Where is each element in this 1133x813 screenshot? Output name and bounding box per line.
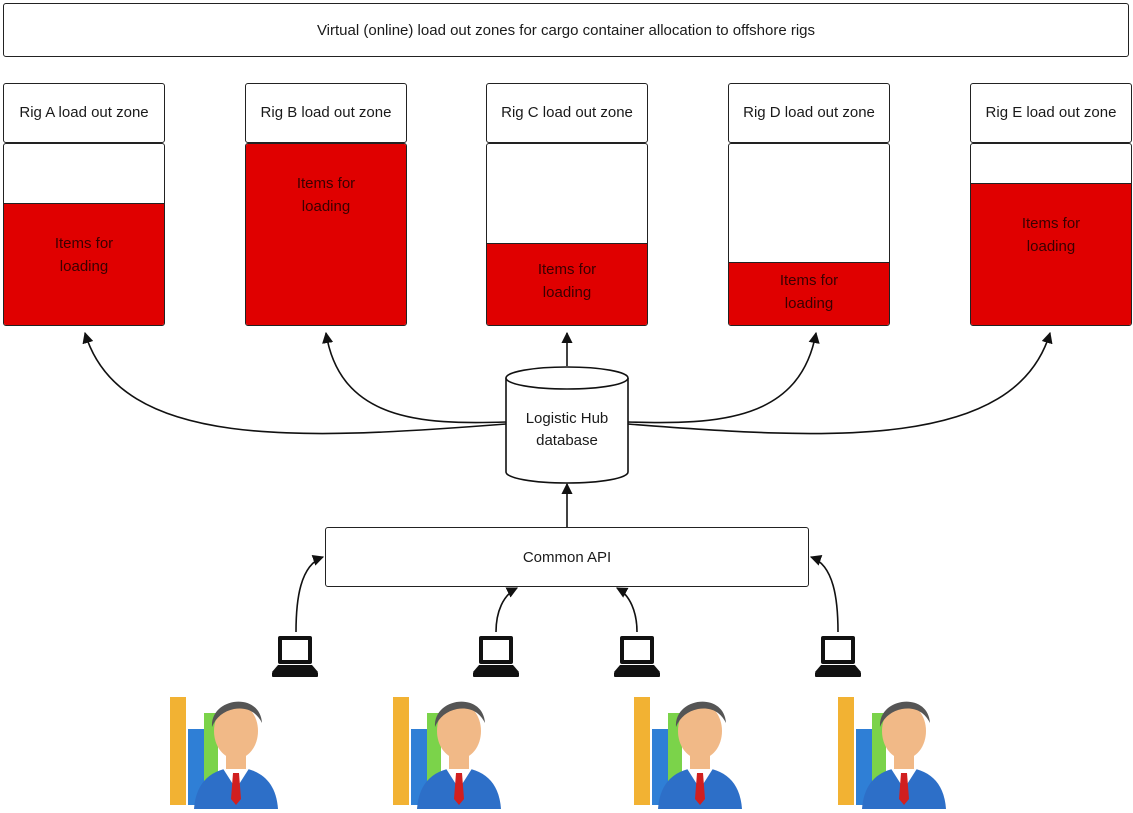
database-cylinder-icon xyxy=(505,366,629,484)
business-user-icon xyxy=(393,697,501,809)
link-user4-to-api xyxy=(809,555,839,633)
zone-d-fill: Items for loading xyxy=(729,262,889,325)
zone-b-header: Rig B load out zone xyxy=(245,83,407,143)
business-user-icon xyxy=(634,697,742,809)
zone-a-fill-label: Items for loading xyxy=(54,234,114,275)
zone-c-label: Rig C load out zone xyxy=(501,104,633,121)
zone-d-fill-label: Items for loading xyxy=(779,272,839,313)
link-db-to-zone-b xyxy=(322,331,507,424)
zone-a-label: Rig A load out zone xyxy=(19,104,149,121)
common-api-label: Common API xyxy=(522,548,612,566)
zone-e-fill-label: Items for loading xyxy=(1021,214,1081,255)
diagram-title: Virtual (online) load out zones for carg… xyxy=(316,21,816,39)
common-api-box: Common API xyxy=(325,527,809,587)
business-user-icon xyxy=(170,697,278,809)
zone-a-fill: Items for loading xyxy=(4,202,164,325)
zone-c-fill-label: Items for loading xyxy=(537,260,597,301)
link-user2-to-api xyxy=(495,587,519,633)
database-label: Logistic Hub database xyxy=(525,410,609,449)
zone-c-header: Rig C load out zone xyxy=(486,83,648,143)
zone-b-fill-label: Items for loading xyxy=(296,175,356,215)
laptop-icon xyxy=(614,636,660,677)
zone-a-body: Items for loading xyxy=(3,143,165,326)
link-db-to-zone-a xyxy=(82,331,507,435)
zone-b-fill: Items for loading xyxy=(246,144,406,325)
zone-d-header: Rig D load out zone xyxy=(728,83,890,143)
business-user-icon xyxy=(838,697,946,809)
link-db-to-zone-e xyxy=(627,331,1053,435)
zone-b-body: Items for loading xyxy=(245,143,407,326)
zone-a-header: Rig A load out zone xyxy=(3,83,165,143)
zone-c-body: Items for loading xyxy=(486,143,648,326)
zone-c-fill: Items for loading xyxy=(487,242,647,325)
zone-e-fill: Items for loading xyxy=(971,182,1131,325)
zone-e-header: Rig E load out zone xyxy=(970,83,1132,143)
link-user3-to-api xyxy=(616,587,638,633)
zone-e-label: Rig E load out zone xyxy=(985,104,1117,121)
laptop-icon xyxy=(473,636,519,677)
laptop-icon xyxy=(272,636,318,677)
zone-b-label: Rig B load out zone xyxy=(260,104,392,121)
zone-d-body: Items for loading xyxy=(728,143,890,326)
link-user1-to-api xyxy=(295,555,325,633)
link-db-to-zone-d xyxy=(627,331,820,424)
diagram-title-box: Virtual (online) load out zones for carg… xyxy=(3,3,1129,57)
laptop-icon xyxy=(815,636,861,677)
zone-d-label: Rig D load out zone xyxy=(743,104,875,121)
zone-e-body: Items for loading xyxy=(970,143,1132,326)
